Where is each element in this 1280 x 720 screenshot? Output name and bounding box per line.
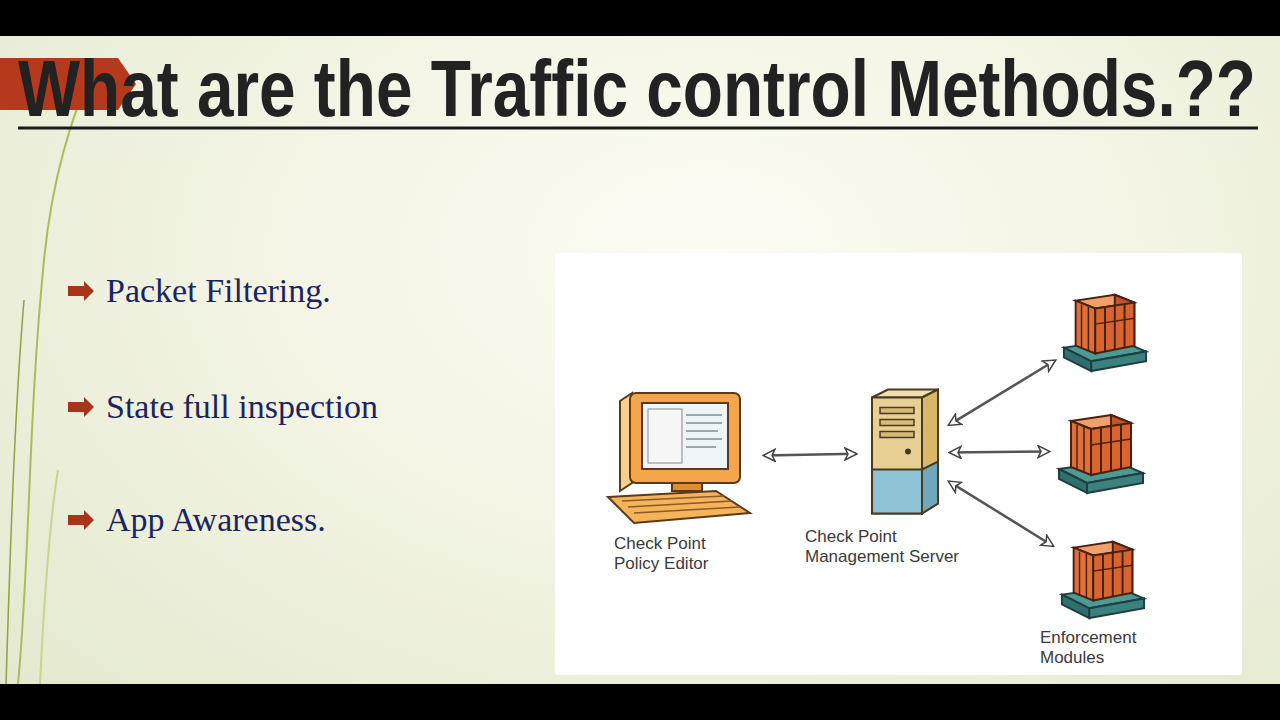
- enforcement-module: Enforcement Modules: [1058, 532, 1148, 622]
- node-label: Check Point Policy Editor: [614, 534, 754, 574]
- node-label: Enforcement Modules: [1040, 628, 1170, 668]
- decor-line: [6, 300, 24, 684]
- node-icon: [862, 385, 944, 521]
- workstation-node: Check Point Policy Editor: [598, 386, 758, 528]
- node-icon: [598, 386, 758, 528]
- double-arrow: [949, 482, 1053, 546]
- decor-line: [40, 470, 58, 684]
- decor-line: [18, 60, 96, 684]
- diagram-panel: [555, 253, 1242, 675]
- node-icon: [1058, 532, 1148, 622]
- enforcement-module: [1060, 285, 1150, 375]
- double-arrow: [764, 454, 856, 456]
- enforcement-module: [1055, 405, 1147, 497]
- node-label: Check Point Management Server: [805, 527, 990, 567]
- double-arrow: [949, 361, 1055, 425]
- bullet-arrows: [68, 281, 94, 530]
- slide-title: What are the Traffic control Methods.??: [18, 49, 1256, 129]
- bottom-bar: [0, 684, 1280, 720]
- node-icon: [1055, 405, 1147, 497]
- top-bar: [0, 0, 1280, 36]
- server-node: Check Point Management Server: [862, 385, 944, 521]
- node-icon: [1060, 285, 1150, 375]
- bullet-text: State full inspection: [106, 387, 378, 427]
- bullet-text: Packet Filtering.: [106, 271, 331, 311]
- bullet-text: App Awareness.: [106, 500, 326, 540]
- double-arrow: [950, 452, 1049, 453]
